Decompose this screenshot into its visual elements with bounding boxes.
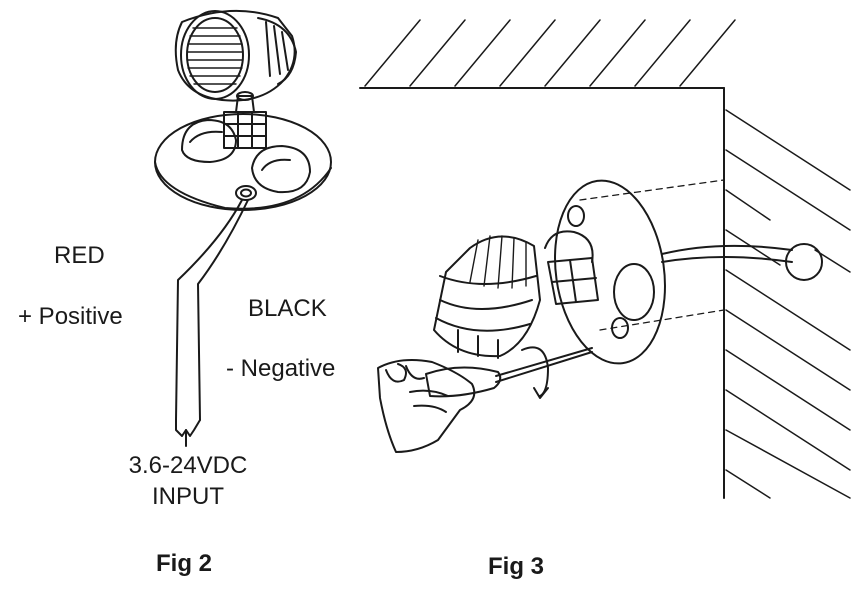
red-wire-label: RED — [54, 242, 105, 269]
fig3-caption: Fig 3 — [488, 553, 545, 580]
wire-ends — [175, 419, 201, 437]
fig3-wall — [359, 19, 851, 499]
positive-label: + Positive — [18, 303, 123, 330]
left-cover — [181, 119, 237, 163]
screwdriver-handle — [425, 366, 502, 398]
fig3-nut — [547, 257, 599, 305]
input-voltage-label: 3.6-24VDC — [128, 452, 248, 479]
screw-guides — [579, 179, 725, 331]
hand — [377, 359, 476, 453]
fig3-knurl — [469, 235, 527, 289]
black-wire — [197, 199, 249, 421]
mount-nut — [223, 111, 267, 149]
swivel-stem — [235, 95, 255, 113]
input-label: INPUT — [152, 483, 224, 510]
screw-hole-bottom — [611, 317, 629, 339]
fig2-light-fixture — [154, 9, 332, 211]
black-wire-label: BLACK — [248, 295, 327, 322]
fig2-wires — [175, 199, 249, 447]
side-wall-hatching — [725, 109, 851, 499]
plate-boss — [613, 263, 655, 321]
red-wire — [175, 199, 243, 421]
fig2-caption: Fig 2 — [156, 550, 213, 577]
cable-grommet — [235, 185, 257, 201]
right-cover — [251, 145, 311, 194]
fig3-lamp-head — [433, 235, 541, 358]
fig3-fixture — [377, 179, 666, 453]
lens-lines — [186, 27, 244, 85]
fig3-mounting-plate — [554, 179, 666, 365]
mounting-plate-edge — [154, 161, 332, 210]
lens — [180, 10, 250, 100]
screwdriver-shaft — [495, 347, 593, 377]
negative-label: - Negative — [226, 355, 336, 382]
feed-wire — [661, 244, 793, 255]
wall-hole — [785, 243, 823, 281]
ceiling-hatching — [364, 19, 736, 87]
lamp-head — [174, 9, 296, 102]
screw-hole-top — [567, 205, 585, 227]
